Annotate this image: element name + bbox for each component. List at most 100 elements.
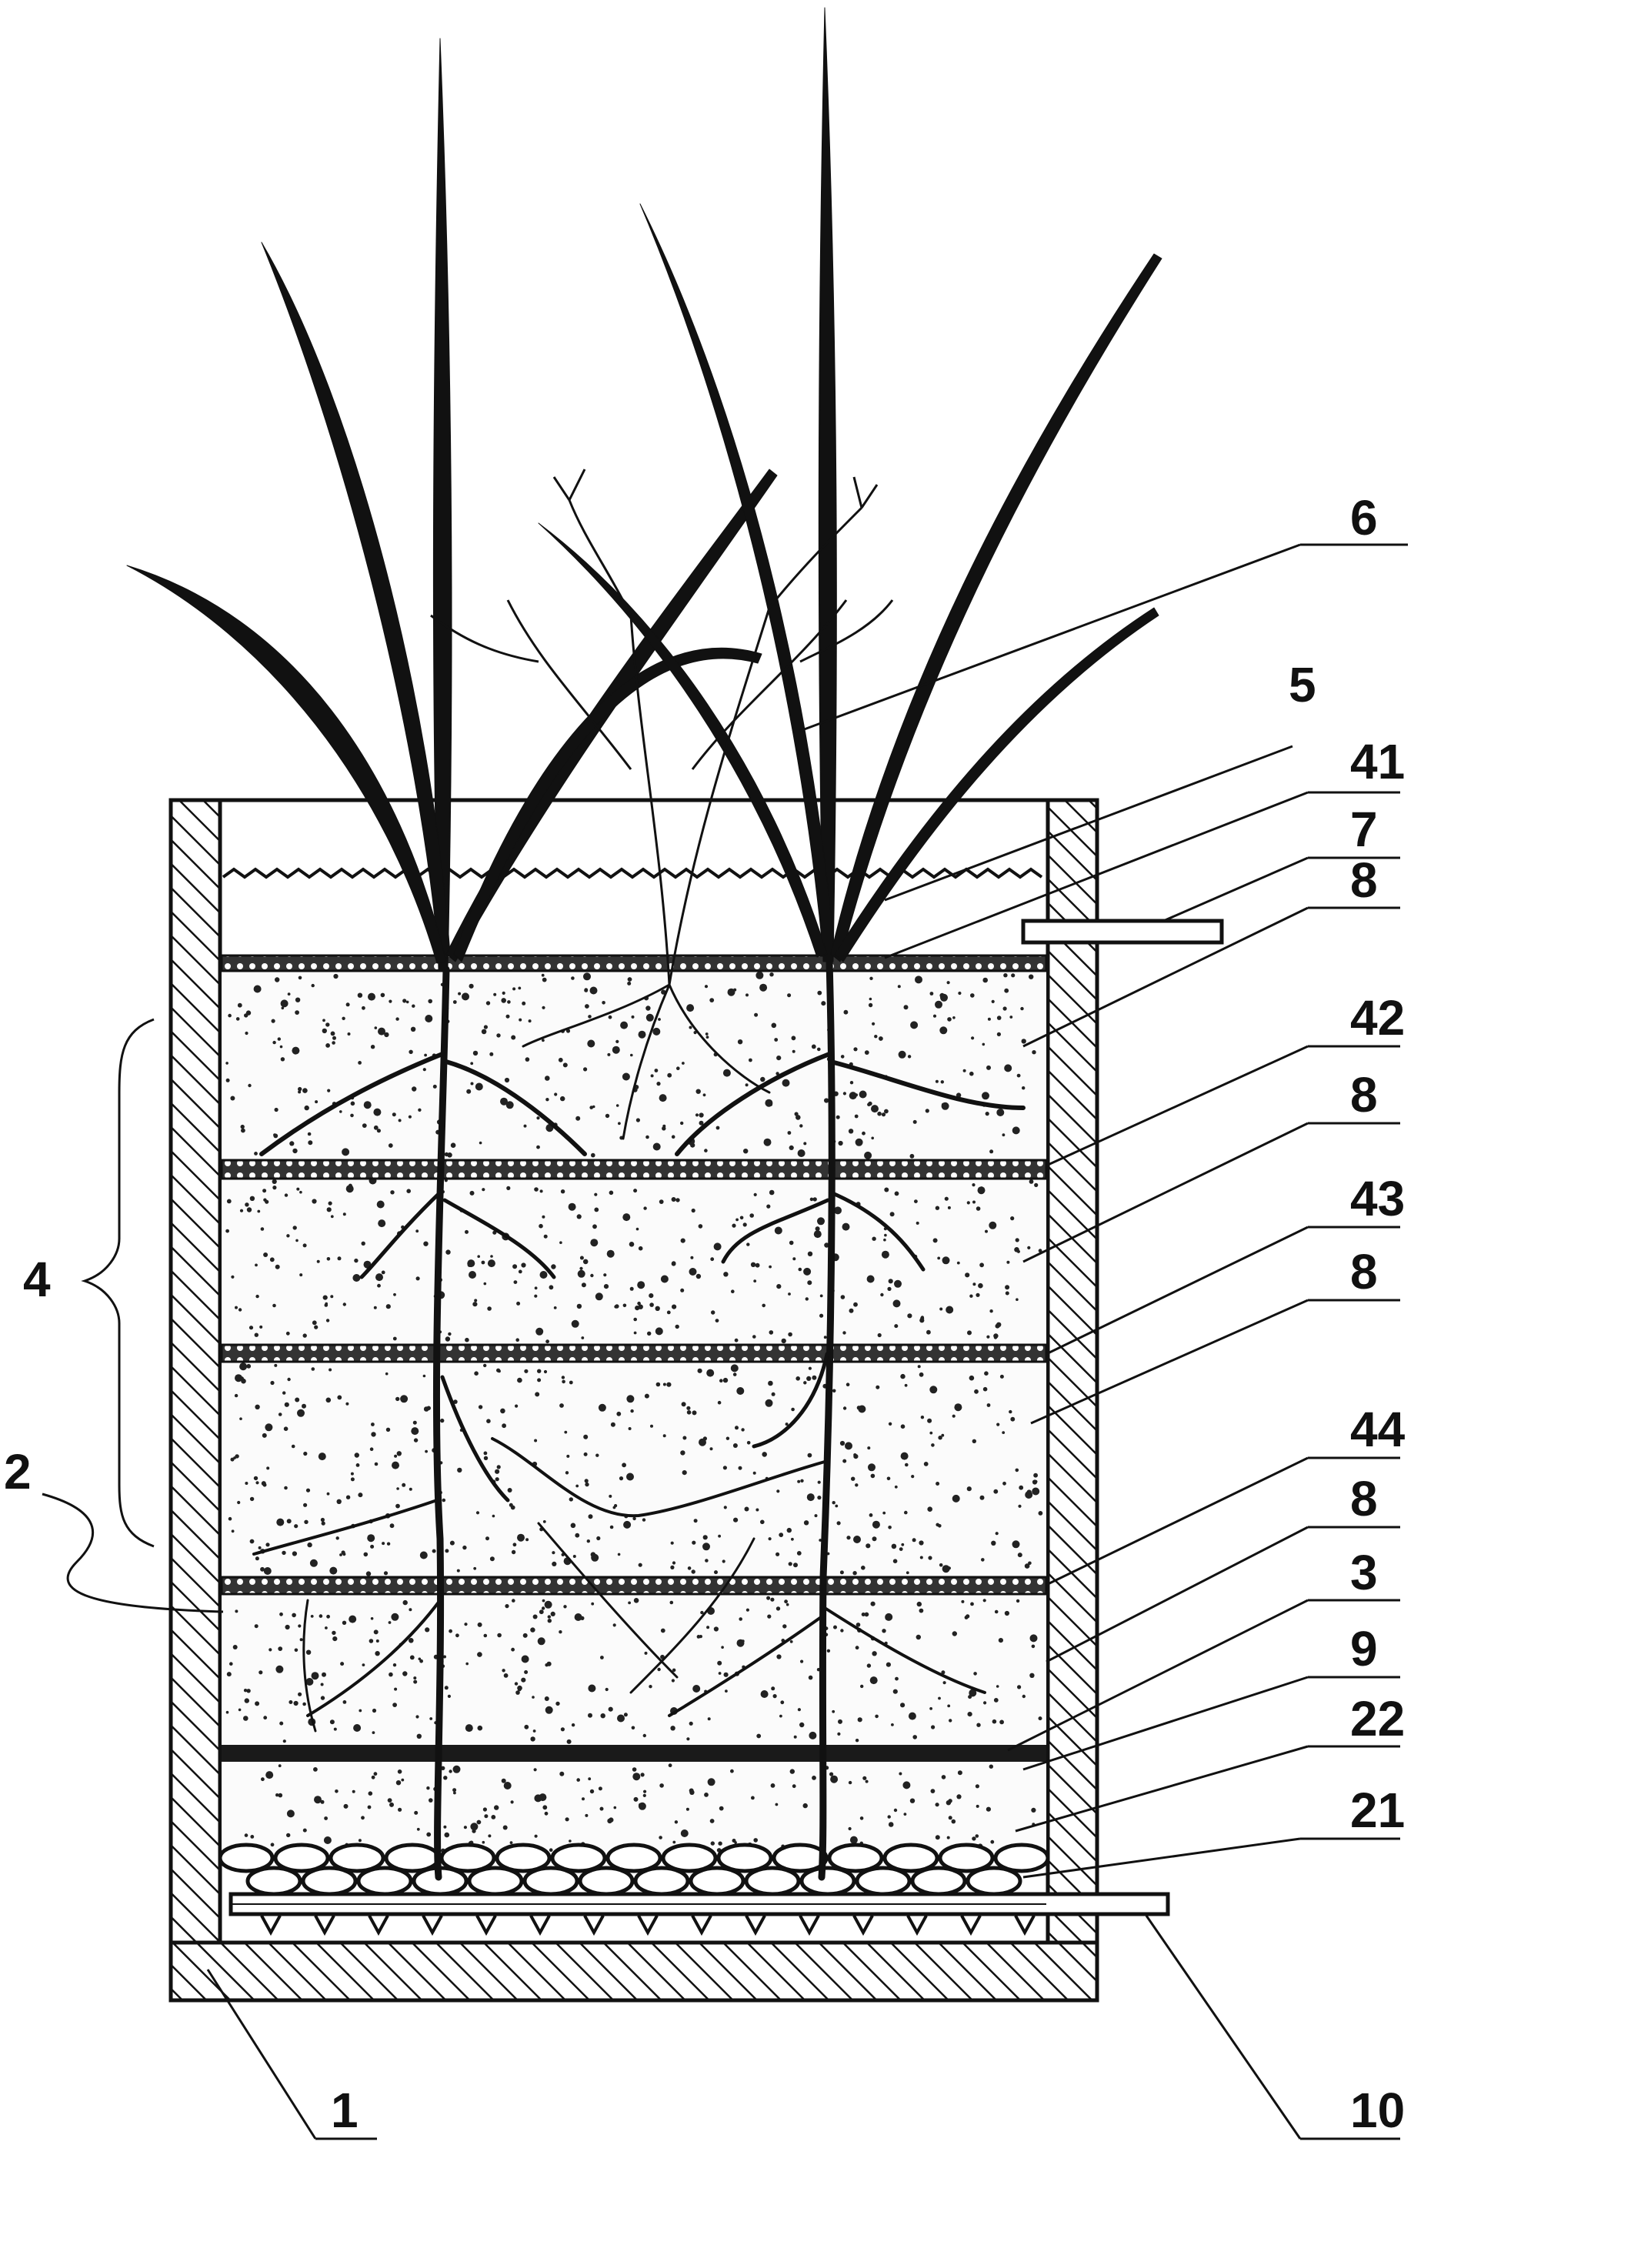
soil-speck xyxy=(1012,1540,1020,1549)
soil-speck xyxy=(1022,1086,1026,1090)
soil-speck xyxy=(719,1379,723,1382)
soil-speck xyxy=(659,1094,667,1102)
cobble xyxy=(467,1866,524,1896)
soil-speck xyxy=(868,1002,873,1008)
soil-speck xyxy=(628,1427,632,1430)
soil-speck xyxy=(337,1395,342,1400)
soil-speck xyxy=(894,1324,899,1329)
cobble xyxy=(993,1843,1050,1873)
soil-speck xyxy=(550,1611,555,1616)
soil-speck xyxy=(389,999,392,1003)
soil-speck xyxy=(771,1392,775,1396)
soil-speck xyxy=(852,1571,857,1576)
soil-speck xyxy=(1038,1716,1042,1721)
soil-speck xyxy=(325,1022,330,1027)
weed-stem xyxy=(552,469,879,509)
soil-speck xyxy=(500,1408,505,1414)
soil-speck xyxy=(676,1066,680,1070)
soil-speck xyxy=(939,1563,943,1567)
drain-hole xyxy=(314,1915,335,1936)
soil-speck xyxy=(255,1263,258,1267)
soil-speck xyxy=(378,1219,386,1228)
soil-speck xyxy=(638,1246,643,1251)
soil-speck xyxy=(563,1605,567,1609)
soil-speck xyxy=(973,1672,977,1676)
soil-speck xyxy=(916,1601,922,1607)
soil-speck xyxy=(228,1013,232,1018)
soil-speck xyxy=(870,1601,876,1606)
soil-speck xyxy=(725,1689,728,1693)
soil-speck xyxy=(909,1153,915,1159)
cobble xyxy=(744,1866,801,1896)
soil-speck xyxy=(610,1422,615,1427)
soil-speck xyxy=(864,1151,872,1159)
soil-speck xyxy=(254,1624,258,1629)
soil-speck xyxy=(704,1149,708,1152)
soil-speck xyxy=(905,1463,909,1467)
soil-speck xyxy=(503,1782,512,1789)
soil-speck xyxy=(332,1630,336,1636)
soil-speck xyxy=(408,1115,412,1119)
leader-8b xyxy=(1022,1122,1400,1263)
soil-speck xyxy=(566,1739,572,1744)
soil-speck xyxy=(497,1633,502,1638)
soil-speck xyxy=(939,992,945,999)
drain-hole xyxy=(637,1915,659,1936)
soil-speck xyxy=(285,1624,290,1630)
soil-speck xyxy=(836,1115,840,1119)
soil-speck xyxy=(285,1331,290,1336)
soil-speck xyxy=(295,1397,300,1402)
soil-speck xyxy=(517,1377,522,1383)
soil-speck xyxy=(1012,1126,1020,1135)
label-8b: 8 xyxy=(1350,1067,1378,1122)
soil-speck xyxy=(608,1015,612,1019)
soil-speck xyxy=(375,1273,383,1282)
soil-speck xyxy=(396,1487,399,1490)
soil-speck xyxy=(380,992,385,998)
soil-speck xyxy=(775,1072,779,1076)
soil-speck xyxy=(514,1682,519,1686)
soil-speck xyxy=(842,1331,846,1335)
soil-speck xyxy=(935,1000,942,1009)
soil-speck xyxy=(370,1617,374,1620)
soil-speck xyxy=(447,1694,452,1698)
soil-speck xyxy=(940,1080,945,1084)
soil-speck xyxy=(931,1443,935,1447)
soil-speck xyxy=(982,1042,986,1046)
soil-speck xyxy=(826,1649,831,1653)
label-42: 42 xyxy=(1350,990,1405,1046)
label-8d: 8 xyxy=(1350,1471,1378,1526)
soil-speck xyxy=(935,1206,940,1210)
soil-speck xyxy=(883,1238,886,1242)
soil-speck xyxy=(394,1454,398,1458)
soil-speck xyxy=(946,1800,952,1806)
soil-speck xyxy=(595,1453,599,1457)
soil-speck xyxy=(589,1106,593,1109)
soil-speck xyxy=(904,1383,908,1387)
soil-speck xyxy=(798,1267,802,1272)
soil-speck xyxy=(491,1815,496,1819)
soil-speck xyxy=(869,997,872,1001)
soil-speck xyxy=(1015,1468,1019,1473)
soil-speck xyxy=(817,1217,825,1226)
soil-speck xyxy=(985,1229,988,1233)
soil-speck xyxy=(931,1725,936,1729)
soil-speck xyxy=(739,1216,744,1220)
soil-speck xyxy=(675,1324,679,1329)
soil-speck xyxy=(795,1115,801,1120)
soil-speck xyxy=(900,1424,906,1429)
soil-speck xyxy=(692,1410,697,1416)
soil-speck xyxy=(245,1202,249,1207)
soil-speck xyxy=(795,1376,800,1381)
soil-speck xyxy=(582,1259,589,1265)
soil-speck xyxy=(357,992,363,998)
soil-speck xyxy=(396,1451,402,1456)
soil-speck xyxy=(819,1313,824,1318)
soil-speck xyxy=(1020,1006,1024,1011)
soil-speck xyxy=(755,971,764,979)
soil-speck xyxy=(368,992,375,1001)
soil-speck xyxy=(789,1769,795,1774)
soil-speck xyxy=(392,1336,397,1341)
soil-speck xyxy=(1021,1039,1026,1044)
soil-speck xyxy=(588,1015,592,1019)
